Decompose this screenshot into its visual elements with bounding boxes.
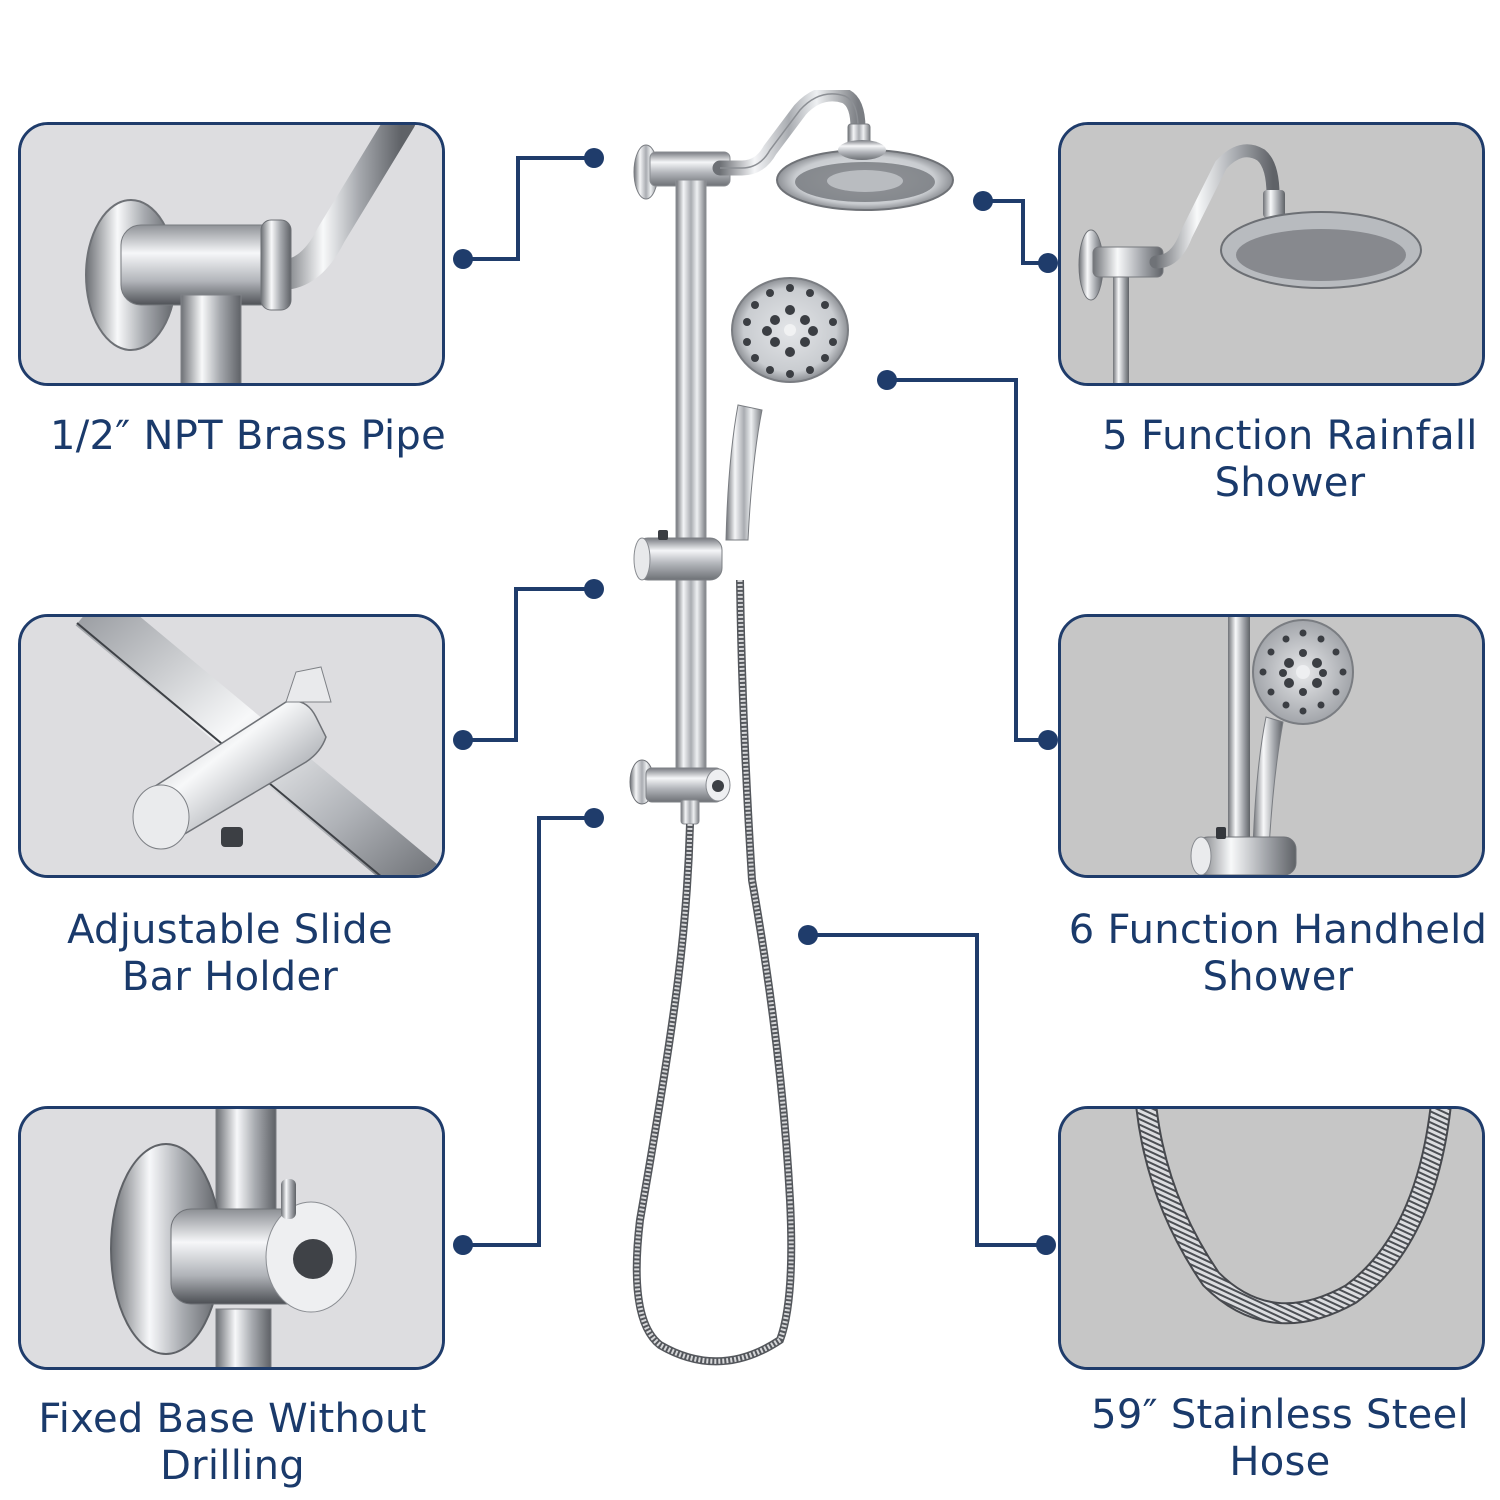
callout-dot	[453, 730, 473, 750]
callout-dot	[453, 249, 473, 269]
connector-brass-pipe	[463, 156, 594, 261]
rainfall-shower-image	[1061, 125, 1482, 383]
shower-system-product-image	[629, 90, 954, 1366]
callout-dot	[1036, 1235, 1056, 1255]
feature-panel-fixed-base	[18, 1106, 445, 1370]
feature-label-handheld-shower: 6 Function Handheld Shower	[1068, 907, 1488, 1000]
feature-panel-rainfall-shower	[1058, 122, 1485, 386]
callout-dot	[1038, 253, 1058, 273]
feature-label-rainfall-shower: 5 Function Rainfall Shower	[1102, 413, 1478, 506]
slide-bar	[675, 179, 707, 791]
connector-fixed-base	[463, 816, 594, 1247]
callout-dot	[1038, 730, 1058, 750]
feature-label-brass-pipe: 1/2″ NPT Brass Pipe	[49, 413, 447, 459]
feature-panel-steel-hose	[1058, 1106, 1485, 1370]
slide-bar-holder-image	[21, 617, 442, 875]
feature-panel-handheld-shower	[1058, 614, 1485, 878]
fixed-base-image	[21, 1109, 442, 1367]
feature-label-steel-hose: 59″ Stainless Steel Hose	[1091, 1392, 1469, 1485]
feature-label-fixed-base: Fixed Base Without Drilling	[38, 1396, 427, 1489]
handheld-shower-image	[1061, 617, 1482, 875]
feature-panel-slide-bar-holder	[18, 614, 445, 878]
connector-slide-bar-holder	[463, 587, 594, 742]
brass-pipe-image	[21, 125, 442, 383]
feature-label-slide-bar-holder: Adjustable Slide Bar Holder	[67, 907, 393, 1000]
feature-panel-brass-pipe	[18, 122, 445, 386]
steel-hose-image	[1061, 1109, 1482, 1367]
handheld-handle	[725, 404, 763, 541]
callout-dot	[453, 1235, 473, 1255]
